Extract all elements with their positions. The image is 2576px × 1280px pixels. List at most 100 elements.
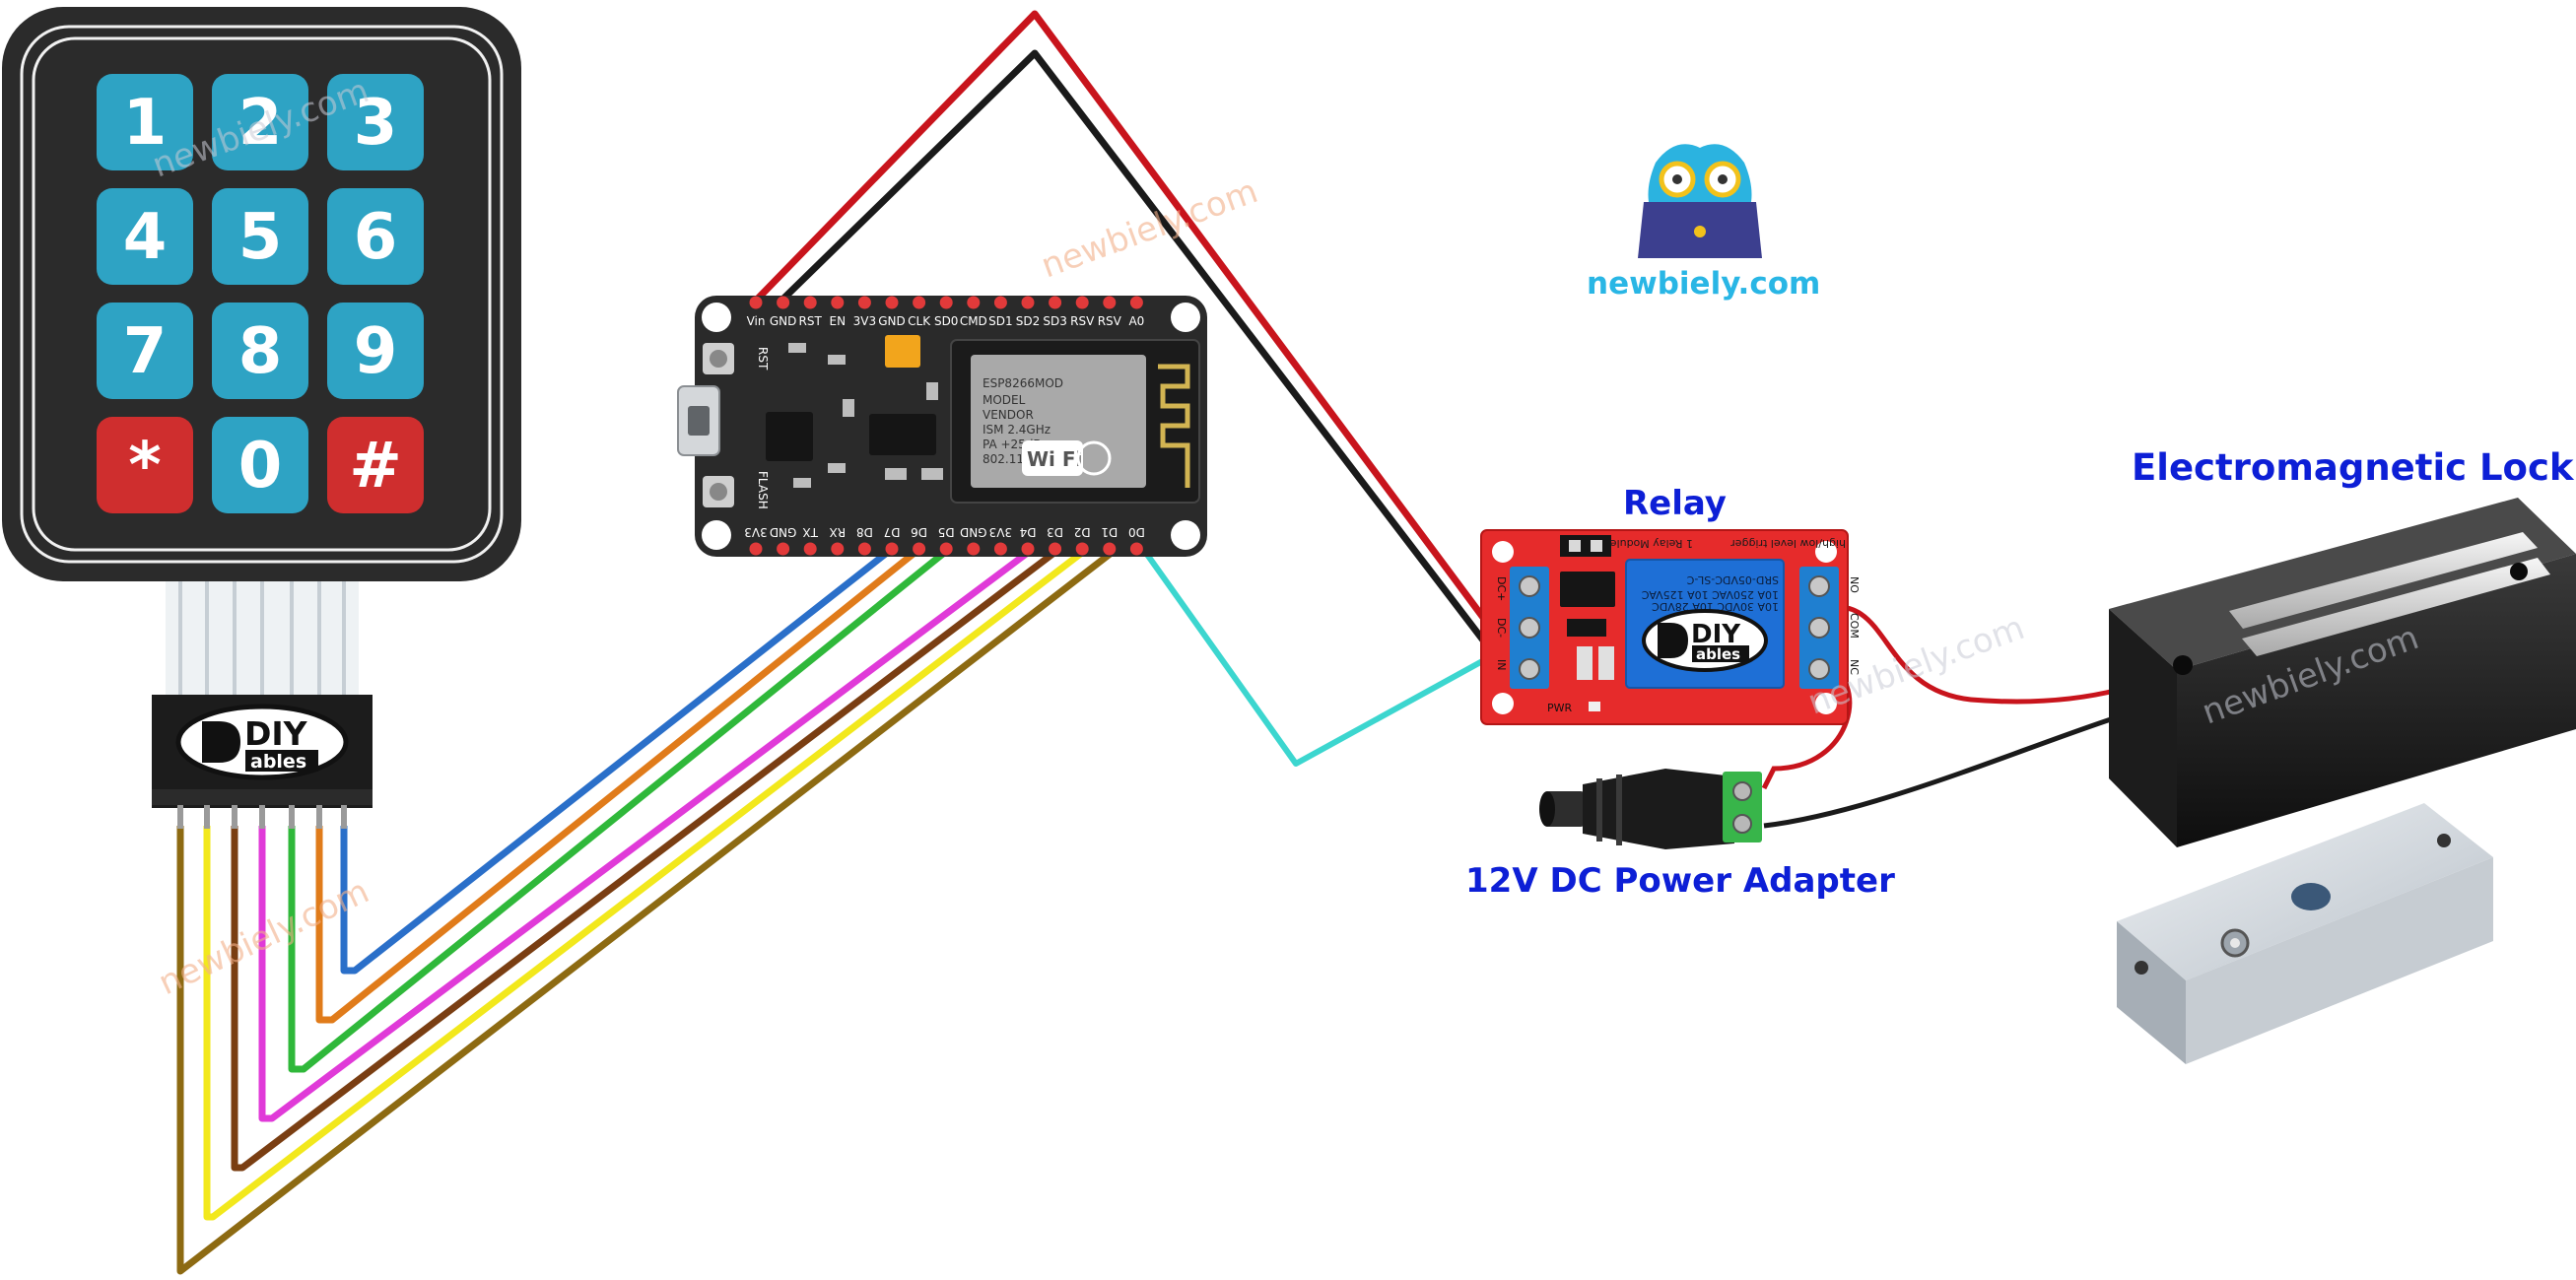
top-pin-label: CLK xyxy=(908,314,931,328)
top-pin-label: GND xyxy=(770,314,797,328)
lock-body-front xyxy=(2109,609,2177,847)
svg-text:FLASH: FLASH xyxy=(756,471,770,509)
top-pin xyxy=(993,296,1007,309)
top-pin xyxy=(777,296,790,309)
top-pin-label: 3V3 xyxy=(853,314,876,328)
diyables-logo-mark xyxy=(202,721,240,763)
bottom-pin xyxy=(967,542,981,556)
bottom-pin xyxy=(913,542,926,556)
top-pin-label: GND xyxy=(878,314,906,328)
top-pin xyxy=(939,296,953,309)
wire-black-adapter-lock xyxy=(1763,714,2118,829)
top-pin-label: EN xyxy=(830,314,847,328)
keypad-key: # xyxy=(327,417,424,513)
bottom-pin xyxy=(831,542,845,556)
keypad-key-cap xyxy=(212,74,308,170)
keypad-key-cap xyxy=(97,74,193,170)
top-pin xyxy=(803,296,817,309)
top-pin xyxy=(857,296,871,309)
keypad-key-cap xyxy=(97,417,193,513)
keypad-key: 6 xyxy=(327,188,424,285)
bottom-pin xyxy=(885,542,899,556)
pwr-label: PWR xyxy=(1547,702,1573,714)
top-pin-label: SD2 xyxy=(1016,314,1041,328)
top-pin xyxy=(1049,296,1062,309)
svg-text:VENDOR: VENDOR xyxy=(983,408,1034,422)
relay-right-pin-labels: NO COM NC xyxy=(1848,576,1861,675)
keypad-key: 0 xyxy=(212,417,308,513)
wire-green xyxy=(288,546,952,1073)
bottom-pin-label: GND xyxy=(770,525,797,539)
bottom-pin-label: D1 xyxy=(1101,525,1118,539)
svg-text:IN: IN xyxy=(1495,659,1508,670)
keypad-key-label: 8 xyxy=(238,315,283,388)
top-pin-label: RST xyxy=(799,314,823,328)
top-pin xyxy=(749,296,763,309)
bottom-pin-label: TX xyxy=(802,525,819,539)
diyables-logo-bottom: ables xyxy=(250,751,306,773)
keypad-key: 1 xyxy=(97,74,193,170)
keypad-key-label: # xyxy=(349,430,402,503)
bottom-pin-label: RX xyxy=(830,525,847,539)
top-pin-label: RSV xyxy=(1098,314,1122,328)
relay-label: Relay xyxy=(1623,484,1727,523)
flash-button: FLASH xyxy=(703,471,770,509)
bottom-pin xyxy=(1129,542,1143,556)
keypad-key-cap xyxy=(212,188,308,285)
magnet-strip-1 xyxy=(2229,532,2538,629)
top-pin xyxy=(1021,296,1035,309)
top-pin xyxy=(967,296,981,309)
relay-cube-text: SRD-05VDC-SL-C 10A 250VAC 10A 125VAC 10A… xyxy=(1641,573,1779,613)
wifi-logo-text: Wi Fi xyxy=(1027,447,1082,471)
keypad-key-cap xyxy=(327,417,424,513)
top-pin xyxy=(1075,296,1089,309)
keypad-key-cap xyxy=(327,188,424,285)
top-pin-label: RSV xyxy=(1070,314,1095,328)
wire-yellow xyxy=(203,546,1090,1221)
svg-text:SRD-05VDC-SL-C: SRD-05VDC-SL-C xyxy=(1686,573,1779,586)
top-pin xyxy=(1129,296,1143,309)
svg-text:NC: NC xyxy=(1848,659,1861,675)
keypad-key-label: 2 xyxy=(238,87,283,160)
keypad-key: 8 xyxy=(212,303,308,399)
bottom-pin-label: 3V3 xyxy=(989,525,1012,539)
usb-uart-chip xyxy=(766,412,813,461)
bottom-pin xyxy=(777,542,790,556)
bottom-pin xyxy=(1103,542,1117,556)
keypad-ribbon xyxy=(166,576,359,703)
bottom-pin xyxy=(1021,542,1035,556)
keypad-key: 5 xyxy=(212,188,308,285)
trigger-jumper xyxy=(1560,535,1611,557)
wire-magenta xyxy=(258,546,1036,1122)
keypad-key: 2 xyxy=(212,74,308,170)
keypad-key-cap xyxy=(212,417,308,513)
wire-blue xyxy=(340,546,895,975)
keypad-key: * xyxy=(97,417,193,513)
keypad-key: 4 xyxy=(97,188,193,285)
bottom-pin-label: D4 xyxy=(1020,525,1037,539)
keypad-key-label: * xyxy=(128,430,161,503)
relay-logo-top: DIY xyxy=(1691,620,1741,649)
top-pin-label: SD3 xyxy=(1043,314,1067,328)
bottom-pin-label: 3V3 xyxy=(744,525,767,539)
keypad-key: 9 xyxy=(327,303,424,399)
electromagnetic-lock-label: Electromagnetic Lock xyxy=(2132,446,2575,489)
keypad-connector: DIY ables xyxy=(152,695,373,829)
top-pin-label: A0 xyxy=(1128,314,1144,328)
keypad-key-cap xyxy=(327,303,424,399)
svg-text:MODEL: MODEL xyxy=(983,393,1026,407)
top-pin xyxy=(831,296,845,309)
dc-power-adapter xyxy=(1539,769,1762,849)
relay-logo-bottom: ables xyxy=(1696,645,1740,663)
relay-left-pin-labels: DC+ DC- IN xyxy=(1495,576,1508,670)
top-pin-label: SD0 xyxy=(934,314,959,328)
top-pin-label: Vin xyxy=(747,314,766,328)
wire-orange xyxy=(315,546,922,1024)
top-pin-label: CMD xyxy=(960,314,987,328)
brand-name: newbiely.com xyxy=(1587,266,1820,302)
wire-brown xyxy=(231,546,1062,1172)
bottom-pin-label: GND xyxy=(960,525,987,539)
